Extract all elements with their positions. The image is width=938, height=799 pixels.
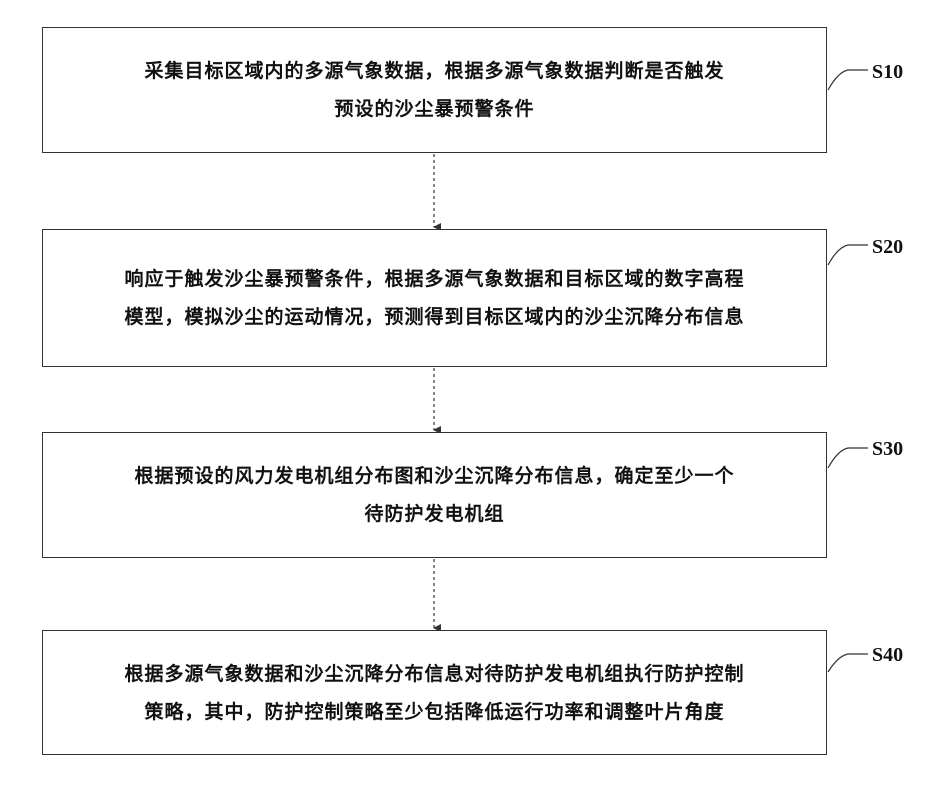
- step-s20-line-1: 响应于触发沙尘暴预警条件，根据多源气象数据和目标区域的数字高程: [55, 260, 815, 298]
- step-text-s20: 响应于触发沙尘暴预警条件，根据多源气象数据和目标区域的数字高程 模型，模拟沙尘的…: [55, 260, 815, 336]
- step-box-s30: 根据预设的风力发电机组分布图和沙尘沉降分布信息，确定至少一个 待防护发电机组: [42, 432, 827, 558]
- leader-line-s40: [828, 654, 868, 672]
- leader-line-s20: [828, 245, 868, 265]
- step-box-s10: 采集目标区域内的多源气象数据，根据多源气象数据判断是否触发 预设的沙尘暴预警条件: [42, 27, 827, 153]
- step-s20-line-2: 模型，模拟沙尘的运动情况，预测得到目标区域内的沙尘沉降分布信息: [55, 298, 815, 336]
- leader-line-s10: [828, 70, 868, 90]
- step-label-s30: S30: [872, 438, 903, 461]
- step-s40-line-2: 策略，其中，防护控制策略至少包括降低运行功率和调整叶片角度: [55, 693, 815, 731]
- step-s10-line-1: 采集目标区域内的多源气象数据，根据多源气象数据判断是否触发: [55, 52, 815, 90]
- step-s30-line-1: 根据预设的风力发电机组分布图和沙尘沉降分布信息，确定至少一个: [55, 457, 815, 495]
- step-text-s10: 采集目标区域内的多源气象数据，根据多源气象数据判断是否触发 预设的沙尘暴预警条件: [55, 52, 815, 128]
- step-s30-line-2: 待防护发电机组: [55, 495, 815, 533]
- step-s40-line-1: 根据多源气象数据和沙尘沉降分布信息对待防护发电机组执行防护控制: [55, 655, 815, 693]
- step-label-s20: S20: [872, 236, 903, 259]
- step-label-s40: S40: [872, 644, 903, 667]
- step-text-s30: 根据预设的风力发电机组分布图和沙尘沉降分布信息，确定至少一个 待防护发电机组: [55, 457, 815, 533]
- step-box-s40: 根据多源气象数据和沙尘沉降分布信息对待防护发电机组执行防护控制 策略，其中，防护…: [42, 630, 827, 755]
- step-text-s40: 根据多源气象数据和沙尘沉降分布信息对待防护发电机组执行防护控制 策略，其中，防护…: [55, 655, 815, 731]
- step-label-s10: S10: [872, 61, 903, 84]
- leader-line-s30: [828, 448, 868, 468]
- step-s10-line-2: 预设的沙尘暴预警条件: [55, 90, 815, 128]
- step-box-s20: 响应于触发沙尘暴预警条件，根据多源气象数据和目标区域的数字高程 模型，模拟沙尘的…: [42, 229, 827, 367]
